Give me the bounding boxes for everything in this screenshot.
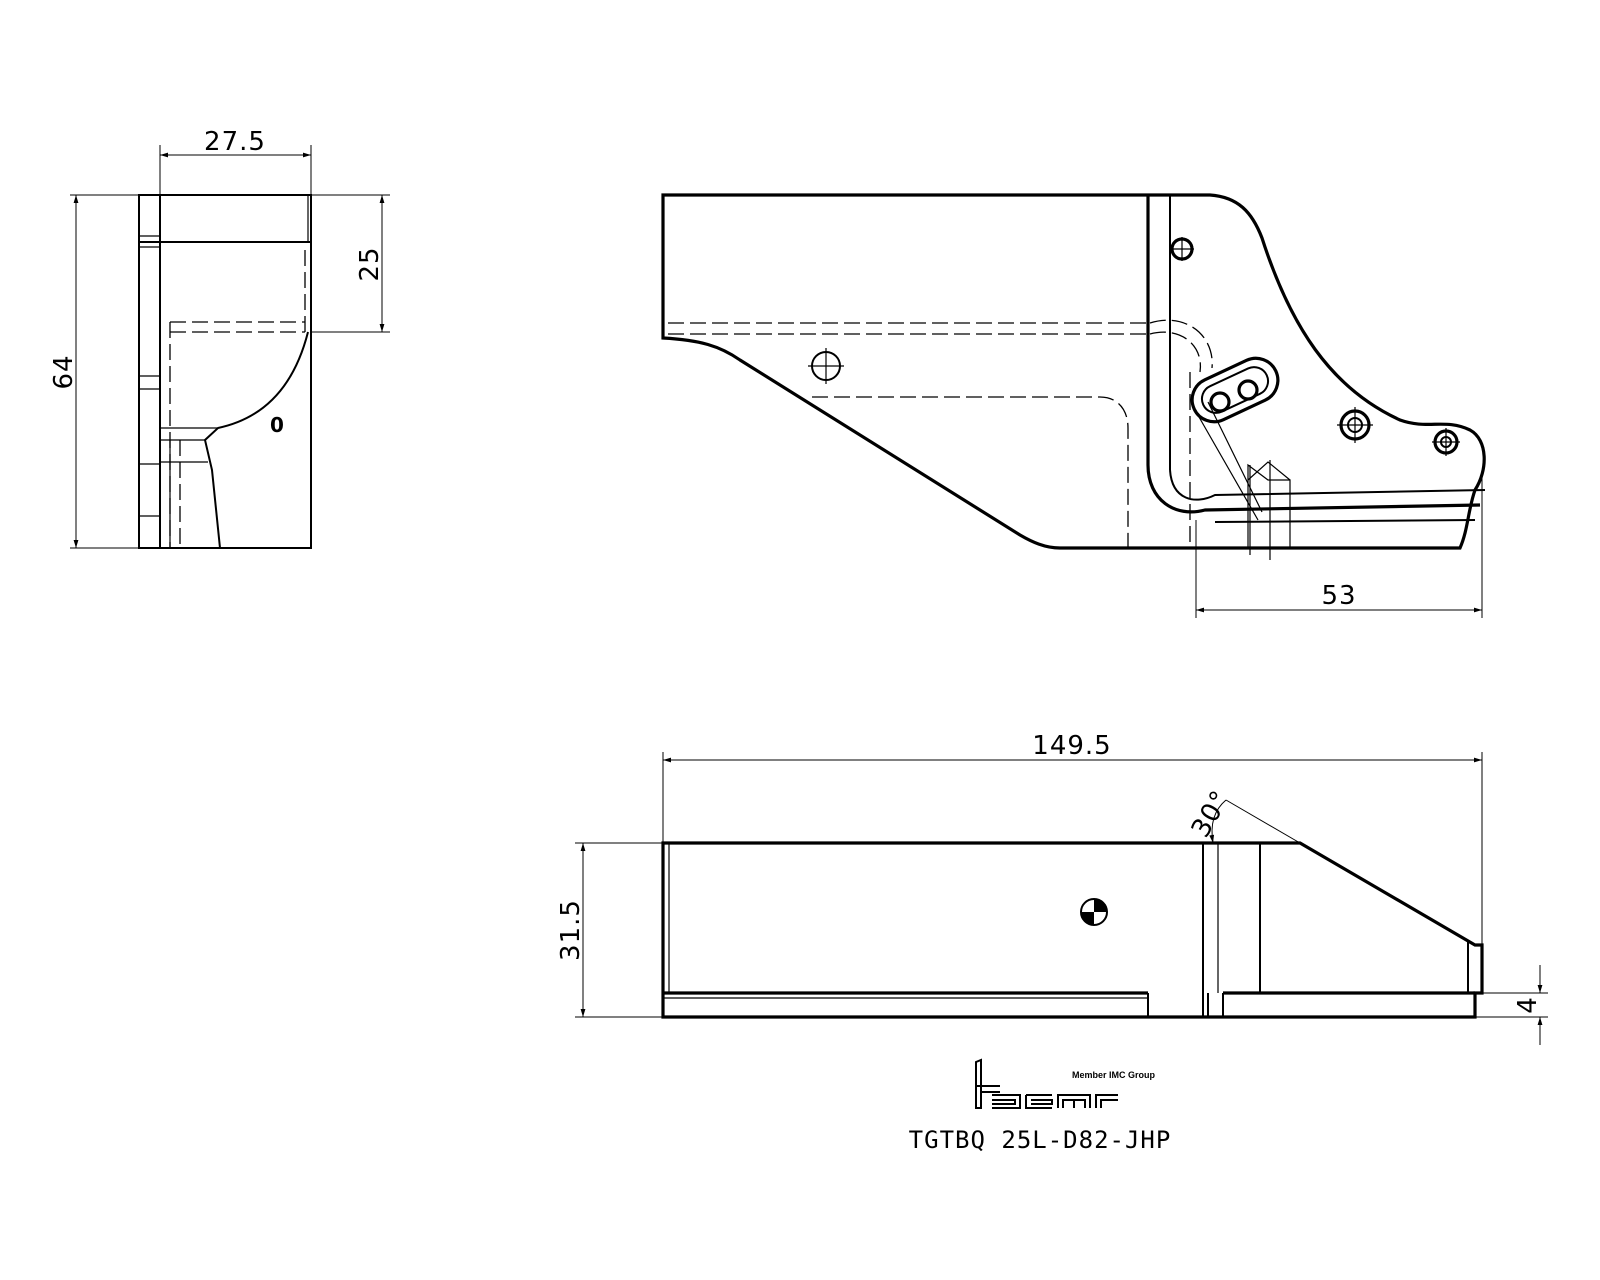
dim-total-height: 64 [49,354,79,389]
front-view-outline [661,841,1484,1019]
dim-step-height: 4 [1513,996,1543,1014]
dim-shank-width: 31.5 [556,899,586,961]
dim-shank-height: 25 [355,246,385,281]
top-view: 53 [661,193,1486,618]
top-view-outline [661,193,1486,550]
dim-angle: 30° [1186,785,1237,843]
part-number: TGTBQ 25L-D82-JHP [909,1126,1172,1154]
center-mark-icon [1080,898,1108,926]
brand-logo: Member IMC Group TGTBQ 25L-D82-JHP [909,1058,1172,1154]
logo-member-text: Member IMC Group [1072,1070,1156,1080]
dim-width-offset: 53 [1321,581,1356,611]
zero-mark: 0 [270,413,284,437]
side-view: 0 27.5 25 64 [49,127,390,549]
angle-arc [1209,799,1227,844]
dim-width-side: 27.5 [204,127,266,157]
side-view-outline [138,194,312,549]
slot-icon [1190,356,1280,424]
dim-total-length: 149.5 [1032,731,1111,761]
front-view: 30° 149.5 31.5 4 [556,731,1548,1045]
iscar-logo-icon [975,1058,1118,1109]
